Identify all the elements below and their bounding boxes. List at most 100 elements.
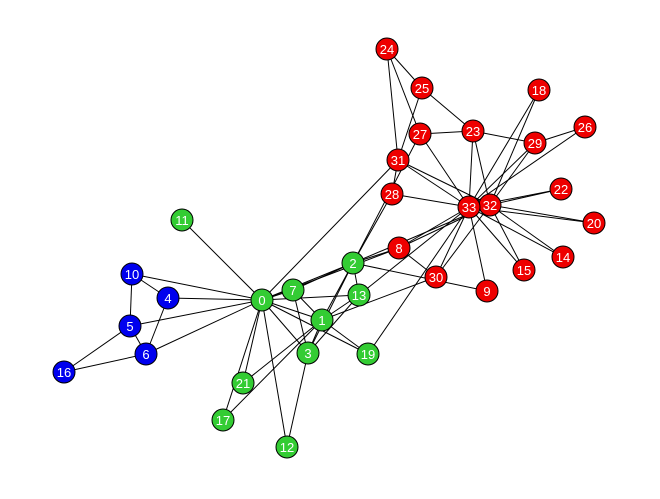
node-19: 19 [356,342,380,366]
node-circle-9 [475,279,499,303]
node-27: 27 [408,122,432,146]
node-label-7: 7 [289,283,296,298]
node-label-22: 22 [554,182,568,197]
edge-19-33 [367,206,470,355]
node-label-29: 29 [528,136,542,151]
node-label-12: 12 [280,440,294,455]
node-0: 0 [250,288,274,312]
node-circle-1 [310,308,334,332]
node-label-0: 0 [258,293,265,308]
node-4: 4 [156,286,180,310]
edge-3-13 [307,294,360,354]
node-12: 12 [275,435,299,459]
node-circle-8 [387,236,411,260]
edge-6-16 [63,353,147,373]
node-28: 28 [380,182,404,206]
node-23: 23 [461,119,485,143]
node-7: 7 [281,278,305,302]
node-label-3: 3 [304,346,311,361]
node-circle-5 [118,314,142,338]
edge-18-33 [468,89,540,208]
edge-0-3 [261,299,309,354]
node-label-15: 15 [517,263,531,278]
node-20: 20 [582,211,606,235]
edge-24-27 [386,48,421,135]
node-15: 15 [512,258,536,282]
node-circle-27 [408,122,432,146]
node-label-14: 14 [556,250,570,265]
node-label-9: 9 [483,284,490,299]
edge-0-31 [261,159,399,301]
node-label-26: 26 [578,120,592,135]
node-29: 29 [523,131,547,155]
node-circle-31 [386,148,410,172]
node-label-31: 31 [391,153,405,168]
node-3: 3 [296,341,320,365]
node-8: 8 [387,236,411,260]
edges-layer [63,48,595,448]
edge-2-28 [352,193,393,264]
node-circle-4 [156,286,180,310]
node-label-10: 10 [125,267,139,282]
edge-2-3 [307,262,354,354]
node-14: 14 [551,245,575,269]
node-label-2: 2 [349,256,356,271]
node-9: 9 [475,279,499,303]
edge-28-33 [391,193,470,208]
node-circle-2 [341,251,365,275]
edge-14-33 [468,206,564,258]
node-circle-33 [457,195,481,219]
node-circle-12 [275,435,299,459]
node-circle-16 [52,360,76,384]
node-circle-3 [296,341,320,365]
node-circle-18 [527,78,551,102]
node-11: 11 [170,208,194,232]
node-circle-11 [170,208,194,232]
node-13: 13 [347,283,371,307]
edge-2-9 [352,262,488,292]
node-label-17: 17 [216,413,230,428]
edge-0-4 [167,297,263,301]
node-circle-15 [512,258,536,282]
node-17: 17 [211,408,235,432]
node-30: 30 [424,265,448,289]
edge-1-30 [321,276,437,321]
edge-23-32 [472,130,491,206]
edge-29-32 [489,142,536,206]
edge-24-31 [386,48,399,161]
edge-1-17 [222,319,323,421]
node-circle-25 [410,76,434,100]
node-circle-10 [120,262,144,286]
node-circle-14 [551,245,575,269]
edge-27-33 [419,133,470,208]
node-16: 16 [52,360,76,384]
node-label-11: 11 [175,213,189,228]
node-label-19: 19 [361,347,375,362]
edge-0-6 [145,299,263,355]
edge-13-33 [358,206,470,296]
node-32: 32 [478,193,502,217]
node-label-28: 28 [385,187,399,202]
edge-30-33 [435,206,470,278]
node-label-25: 25 [415,81,429,96]
node-24: 24 [375,37,399,61]
node-circle-21 [231,371,255,395]
edge-15-32 [489,204,525,271]
edge-29-33 [468,142,536,208]
edge-31-33 [397,159,470,208]
node-label-30: 30 [429,270,443,285]
edge-23-33 [468,130,474,208]
node-label-1: 1 [318,313,325,328]
node-circle-7 [281,278,305,302]
node-33: 33 [457,195,481,219]
edge-0-17 [222,299,263,421]
edge-0-13 [261,294,360,301]
node-circle-13 [347,283,371,307]
node-26: 26 [573,115,597,139]
node-2: 2 [341,251,365,275]
nodes-layer: 0123456789101112131415161718192021222324… [52,37,606,459]
edge-8-33 [398,206,470,249]
node-label-24: 24 [380,42,394,57]
edge-14-32 [489,204,564,258]
